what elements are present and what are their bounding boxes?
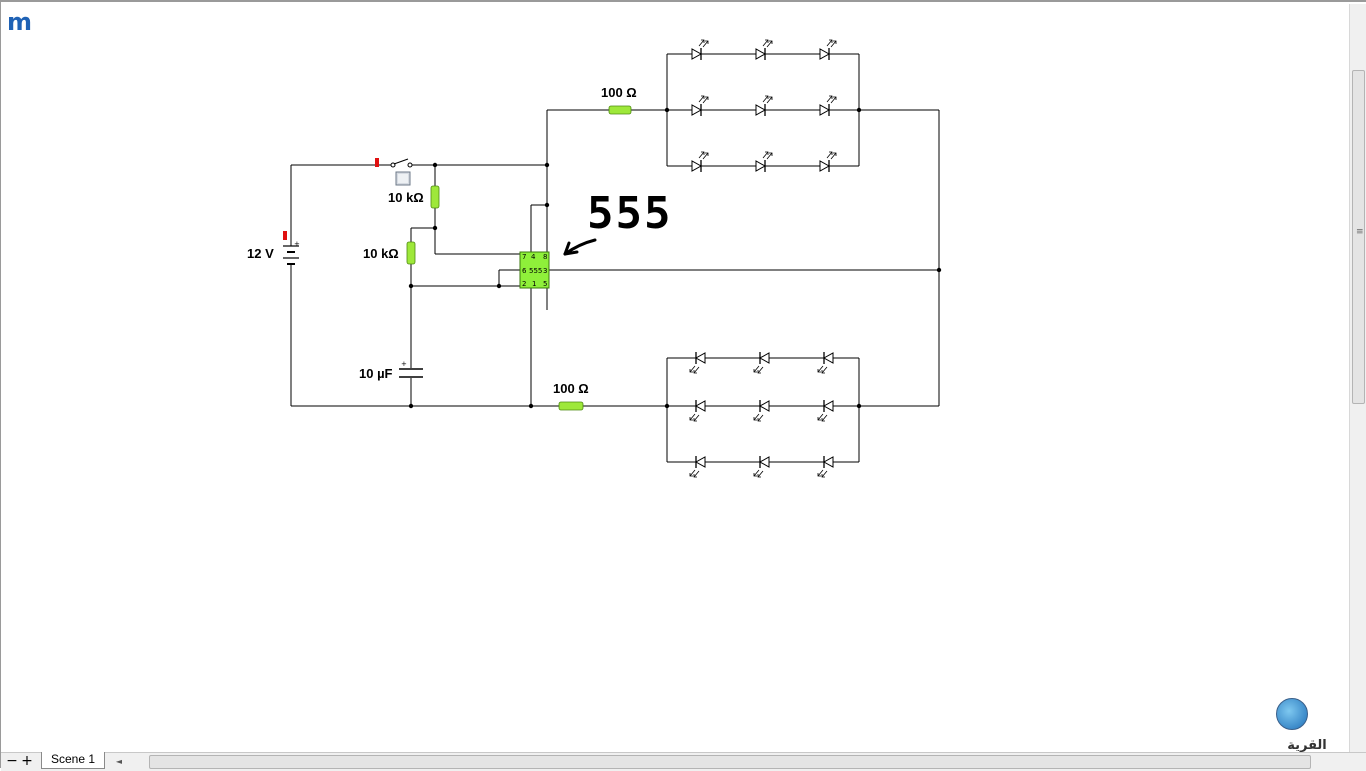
led [686, 351, 716, 374]
junction-dots [408, 107, 942, 409]
led-bank-bottom[interactable] [686, 351, 844, 478]
led [682, 95, 712, 117]
battery-polarity: + [294, 240, 300, 248]
led [746, 95, 776, 117]
resistor-top-100[interactable] [608, 105, 632, 115]
led [814, 351, 844, 374]
annotation-arrow [563, 238, 597, 256]
led [814, 399, 844, 422]
bottom-resistor-label: 100 Ω [553, 381, 589, 396]
svg-text:2: 2 [522, 280, 526, 288]
svg-text:6: 6 [522, 267, 527, 275]
svg-text:3: 3 [543, 267, 547, 275]
scroll-left-arrow-icon[interactable]: ◄ [115, 757, 123, 766]
add-scene-button[interactable]: + [21, 753, 33, 769]
led [814, 455, 844, 478]
capacitor-polarity: + [401, 360, 407, 368]
capacitor-label: 10 µF [359, 366, 393, 381]
led-bank-top[interactable] [682, 39, 840, 173]
top-resistor-label: 100 Ω [601, 85, 637, 100]
led [746, 39, 776, 61]
led [750, 399, 780, 422]
switch-resistor-label: 10 kΩ [388, 190, 424, 205]
led [810, 95, 840, 117]
resistor-switch-10k[interactable] [430, 185, 440, 209]
globe-icon [1276, 698, 1308, 730]
capacitor-10uf[interactable] [399, 368, 423, 378]
led [810, 151, 840, 173]
battery-probe-marker[interactable] [283, 231, 287, 240]
svg-text:8: 8 [543, 253, 547, 261]
push-switch[interactable] [375, 158, 413, 186]
led [746, 151, 776, 173]
vertical-scrollbar[interactable]: ≡ [1349, 4, 1366, 752]
led [686, 455, 716, 478]
led [810, 39, 840, 61]
led [750, 351, 780, 374]
scene-tab-bar: − + Scene 1 ◄ [1, 752, 1366, 771]
handwritten-annotation: 555 [587, 188, 672, 239]
svg-text:555: 555 [529, 267, 542, 275]
app-logo-icon[interactable]: m [7, 8, 32, 36]
timing-resistor-label: 10 kΩ [363, 246, 399, 261]
ic-555-chip[interactable]: 7 4 8 6 555 3 2 1 5 [519, 251, 550, 289]
remove-scene-button[interactable]: − [6, 753, 18, 769]
svg-text:5: 5 [543, 280, 547, 288]
resistor-bottom-100[interactable] [558, 401, 584, 411]
led [686, 399, 716, 422]
battery-12v[interactable] [283, 240, 299, 268]
led [682, 39, 712, 61]
svg-text:7: 7 [522, 253, 526, 261]
horizontal-scroll-thumb[interactable] [149, 755, 1311, 769]
resistor-timing-10k[interactable] [406, 241, 416, 265]
vertical-scroll-thumb[interactable]: ≡ [1352, 70, 1365, 404]
grip-icon: ≡ [1356, 227, 1364, 237]
svg-text:4: 4 [531, 253, 536, 261]
led [682, 151, 712, 173]
tab-scene-1[interactable]: Scene 1 [41, 752, 105, 769]
led [750, 455, 780, 478]
battery-label: 12 V [247, 246, 274, 261]
svg-text:1: 1 [532, 280, 536, 288]
watermark-logo: القرية الالكترونية [1252, 698, 1362, 768]
